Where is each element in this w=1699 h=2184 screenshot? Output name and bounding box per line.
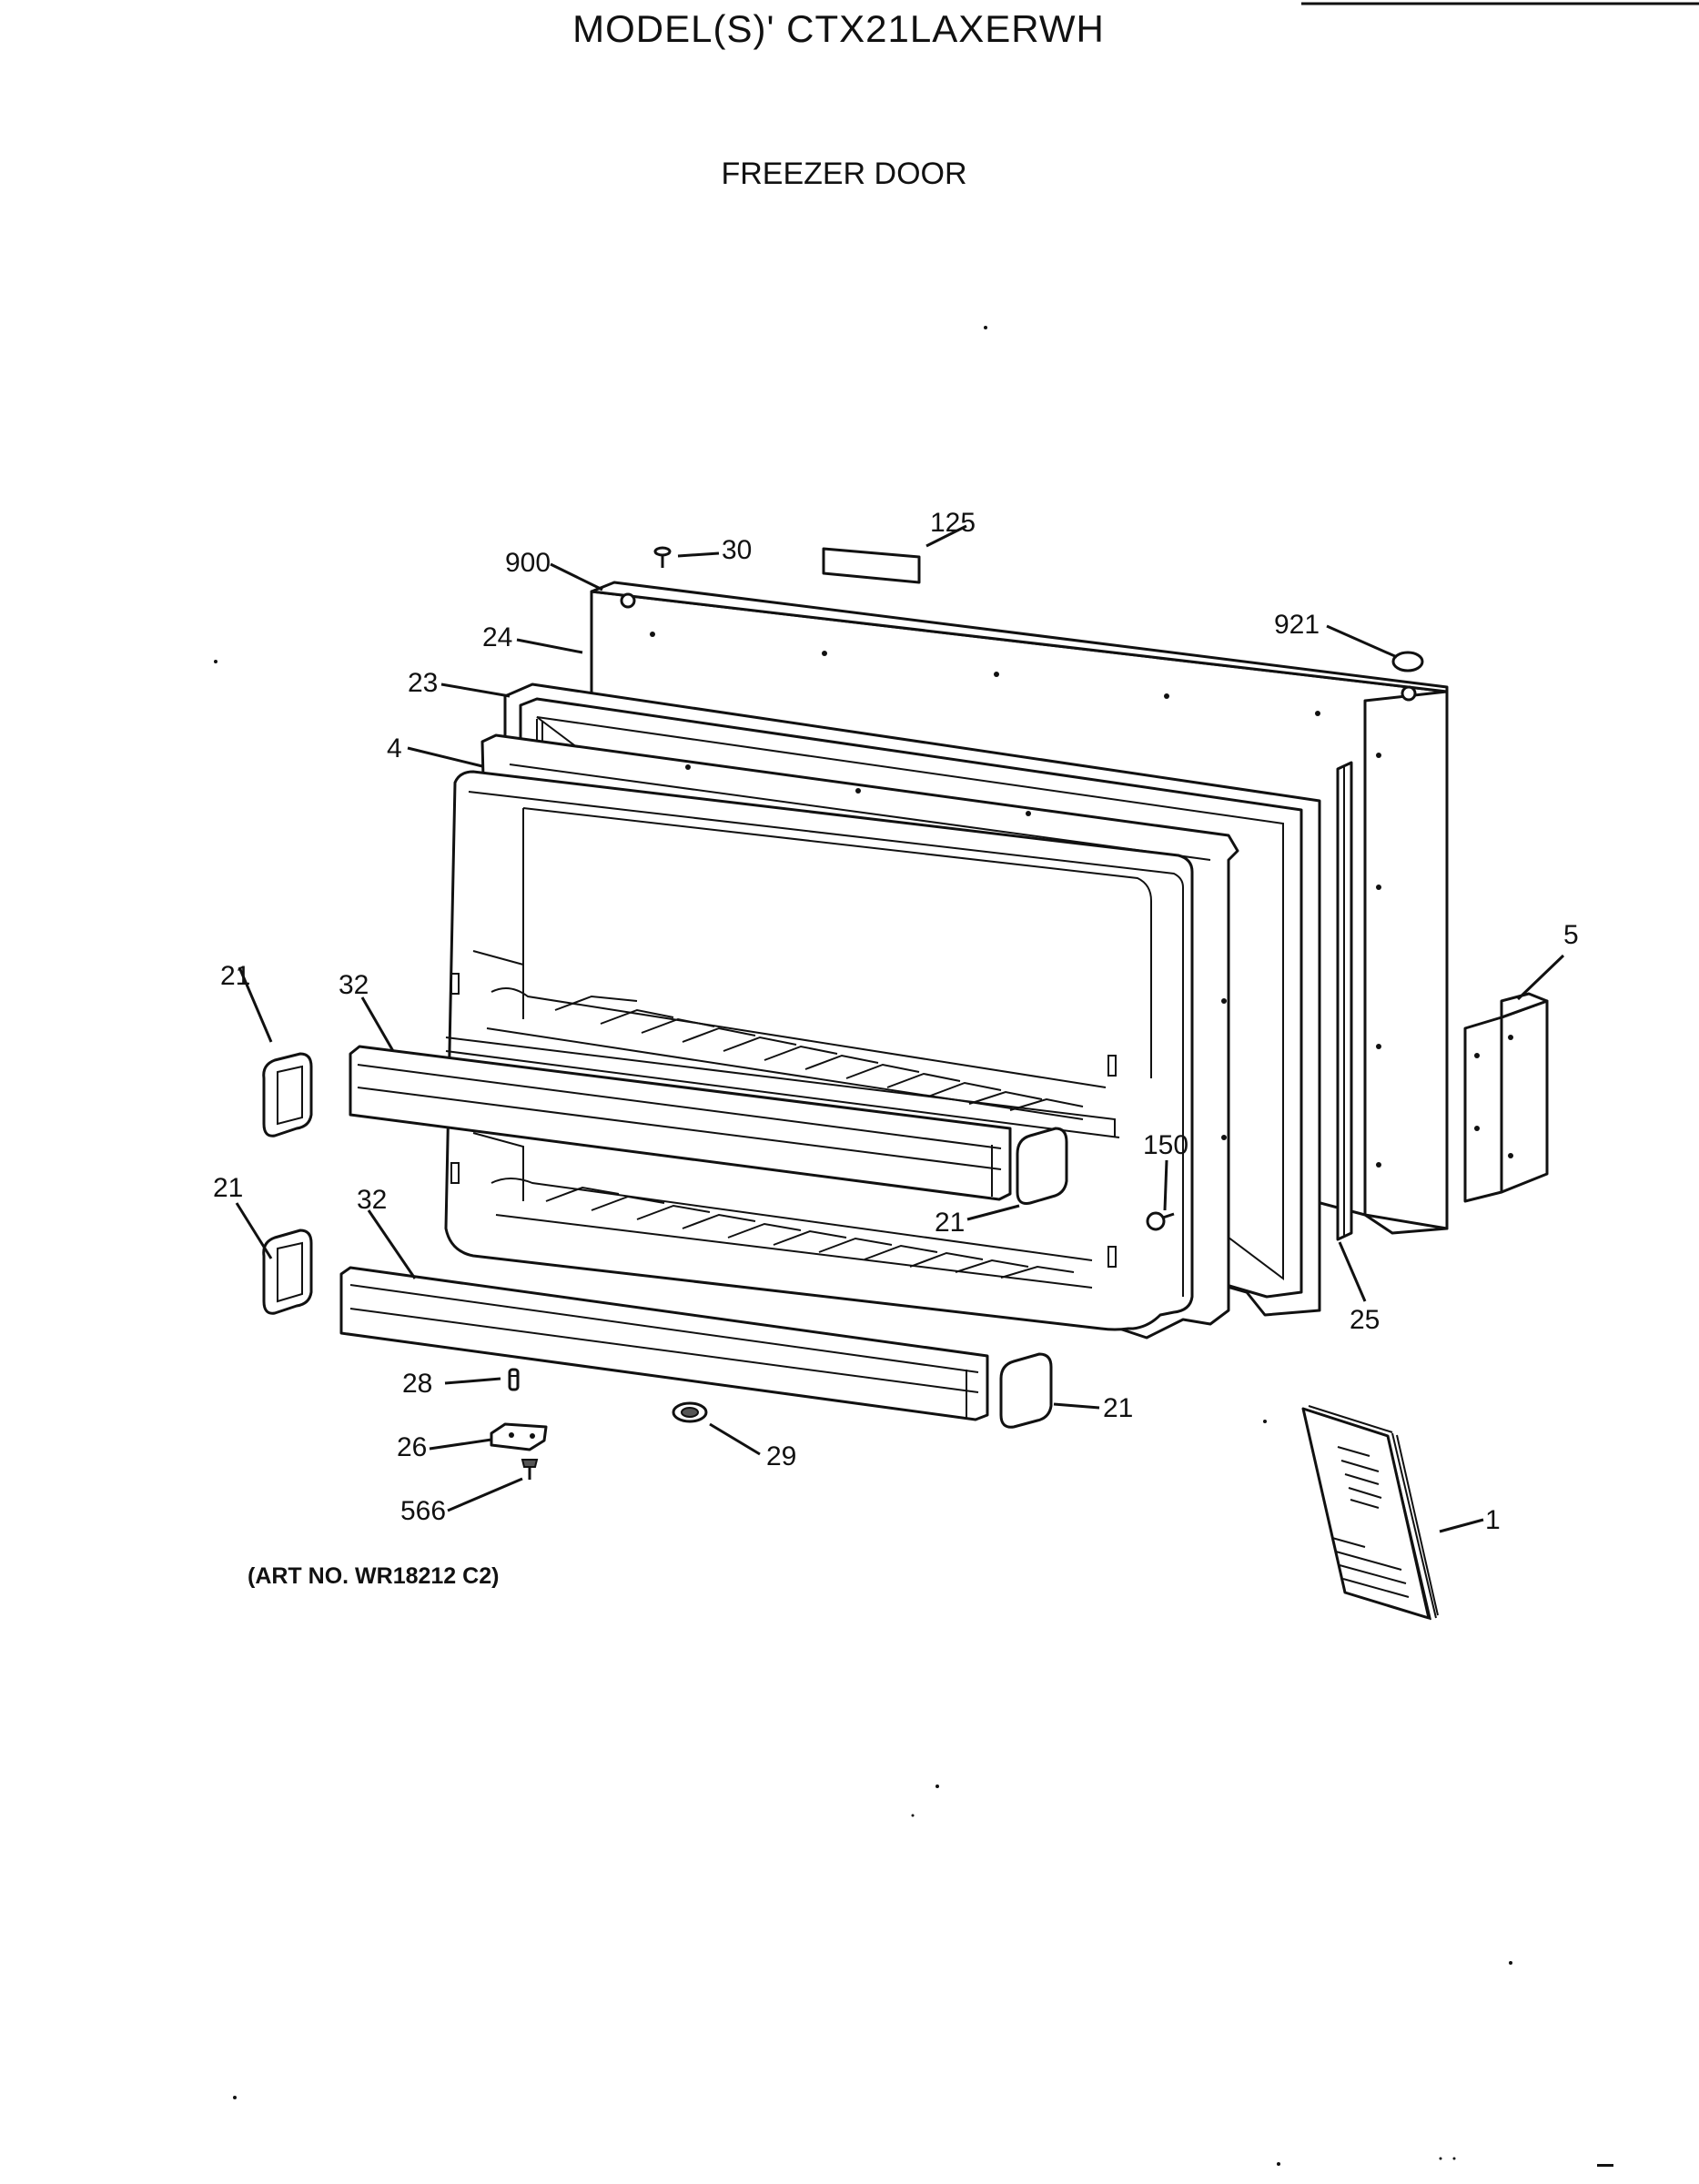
callout-24: 24 xyxy=(482,622,512,652)
shelf-bar-lower xyxy=(339,1266,989,1421)
section-title: FREEZER DOOR xyxy=(721,157,967,191)
callout-30: 30 xyxy=(722,535,752,565)
owners-manual-booklet xyxy=(1301,1405,1439,1621)
art-number: (ART NO. WR18212 C2) xyxy=(248,1563,500,1589)
end-cap-lower-left xyxy=(262,1228,313,1315)
nameplate-125 xyxy=(822,547,921,584)
callout-21-upper-left: 21 xyxy=(220,961,250,991)
plate-26 xyxy=(490,1422,548,1451)
callout-150: 150 xyxy=(1143,1130,1188,1160)
callout-125: 125 xyxy=(930,508,976,538)
end-cap-upper-left xyxy=(262,1052,313,1138)
end-cap-upper-right xyxy=(1016,1127,1068,1205)
callout-23: 23 xyxy=(408,668,438,698)
screw-566 xyxy=(521,1459,539,1480)
callout-25: 25 xyxy=(1350,1305,1380,1335)
end-cap-lower-right xyxy=(999,1352,1053,1429)
callout-21-lower-left: 21 xyxy=(213,1173,243,1203)
leader-lines xyxy=(235,524,1565,1533)
inner-door-liner xyxy=(444,770,1194,1331)
screw-30 xyxy=(653,546,672,568)
plug-921 xyxy=(1391,651,1424,672)
page-title: MODEL(S)' CTX21LAXERWH xyxy=(572,7,1105,50)
callout-21-lower-right: 21 xyxy=(1103,1393,1133,1423)
callout-566: 566 xyxy=(400,1496,446,1526)
callout-900: 900 xyxy=(505,548,551,578)
door-side-strip xyxy=(1336,761,1353,1241)
callout-5: 5 xyxy=(1563,920,1579,950)
scan-specks xyxy=(214,326,1613,2167)
callout-21-upper-right: 21 xyxy=(935,1208,965,1238)
callout-32-lower: 32 xyxy=(357,1185,387,1215)
callout-4: 4 xyxy=(387,733,402,763)
pin-28 xyxy=(508,1368,520,1391)
callout-32-upper: 32 xyxy=(339,970,369,1000)
callout-29: 29 xyxy=(766,1441,796,1471)
callout-26: 26 xyxy=(397,1432,427,1462)
callout-28: 28 xyxy=(402,1369,432,1399)
callout-1: 1 xyxy=(1485,1505,1501,1535)
shelf-bar-upper xyxy=(349,1045,1012,1201)
bumper-29 xyxy=(672,1401,708,1423)
hinge-bracket xyxy=(1463,992,1549,1203)
grommet-150 xyxy=(1146,1211,1175,1231)
callout-921: 921 xyxy=(1274,610,1320,640)
